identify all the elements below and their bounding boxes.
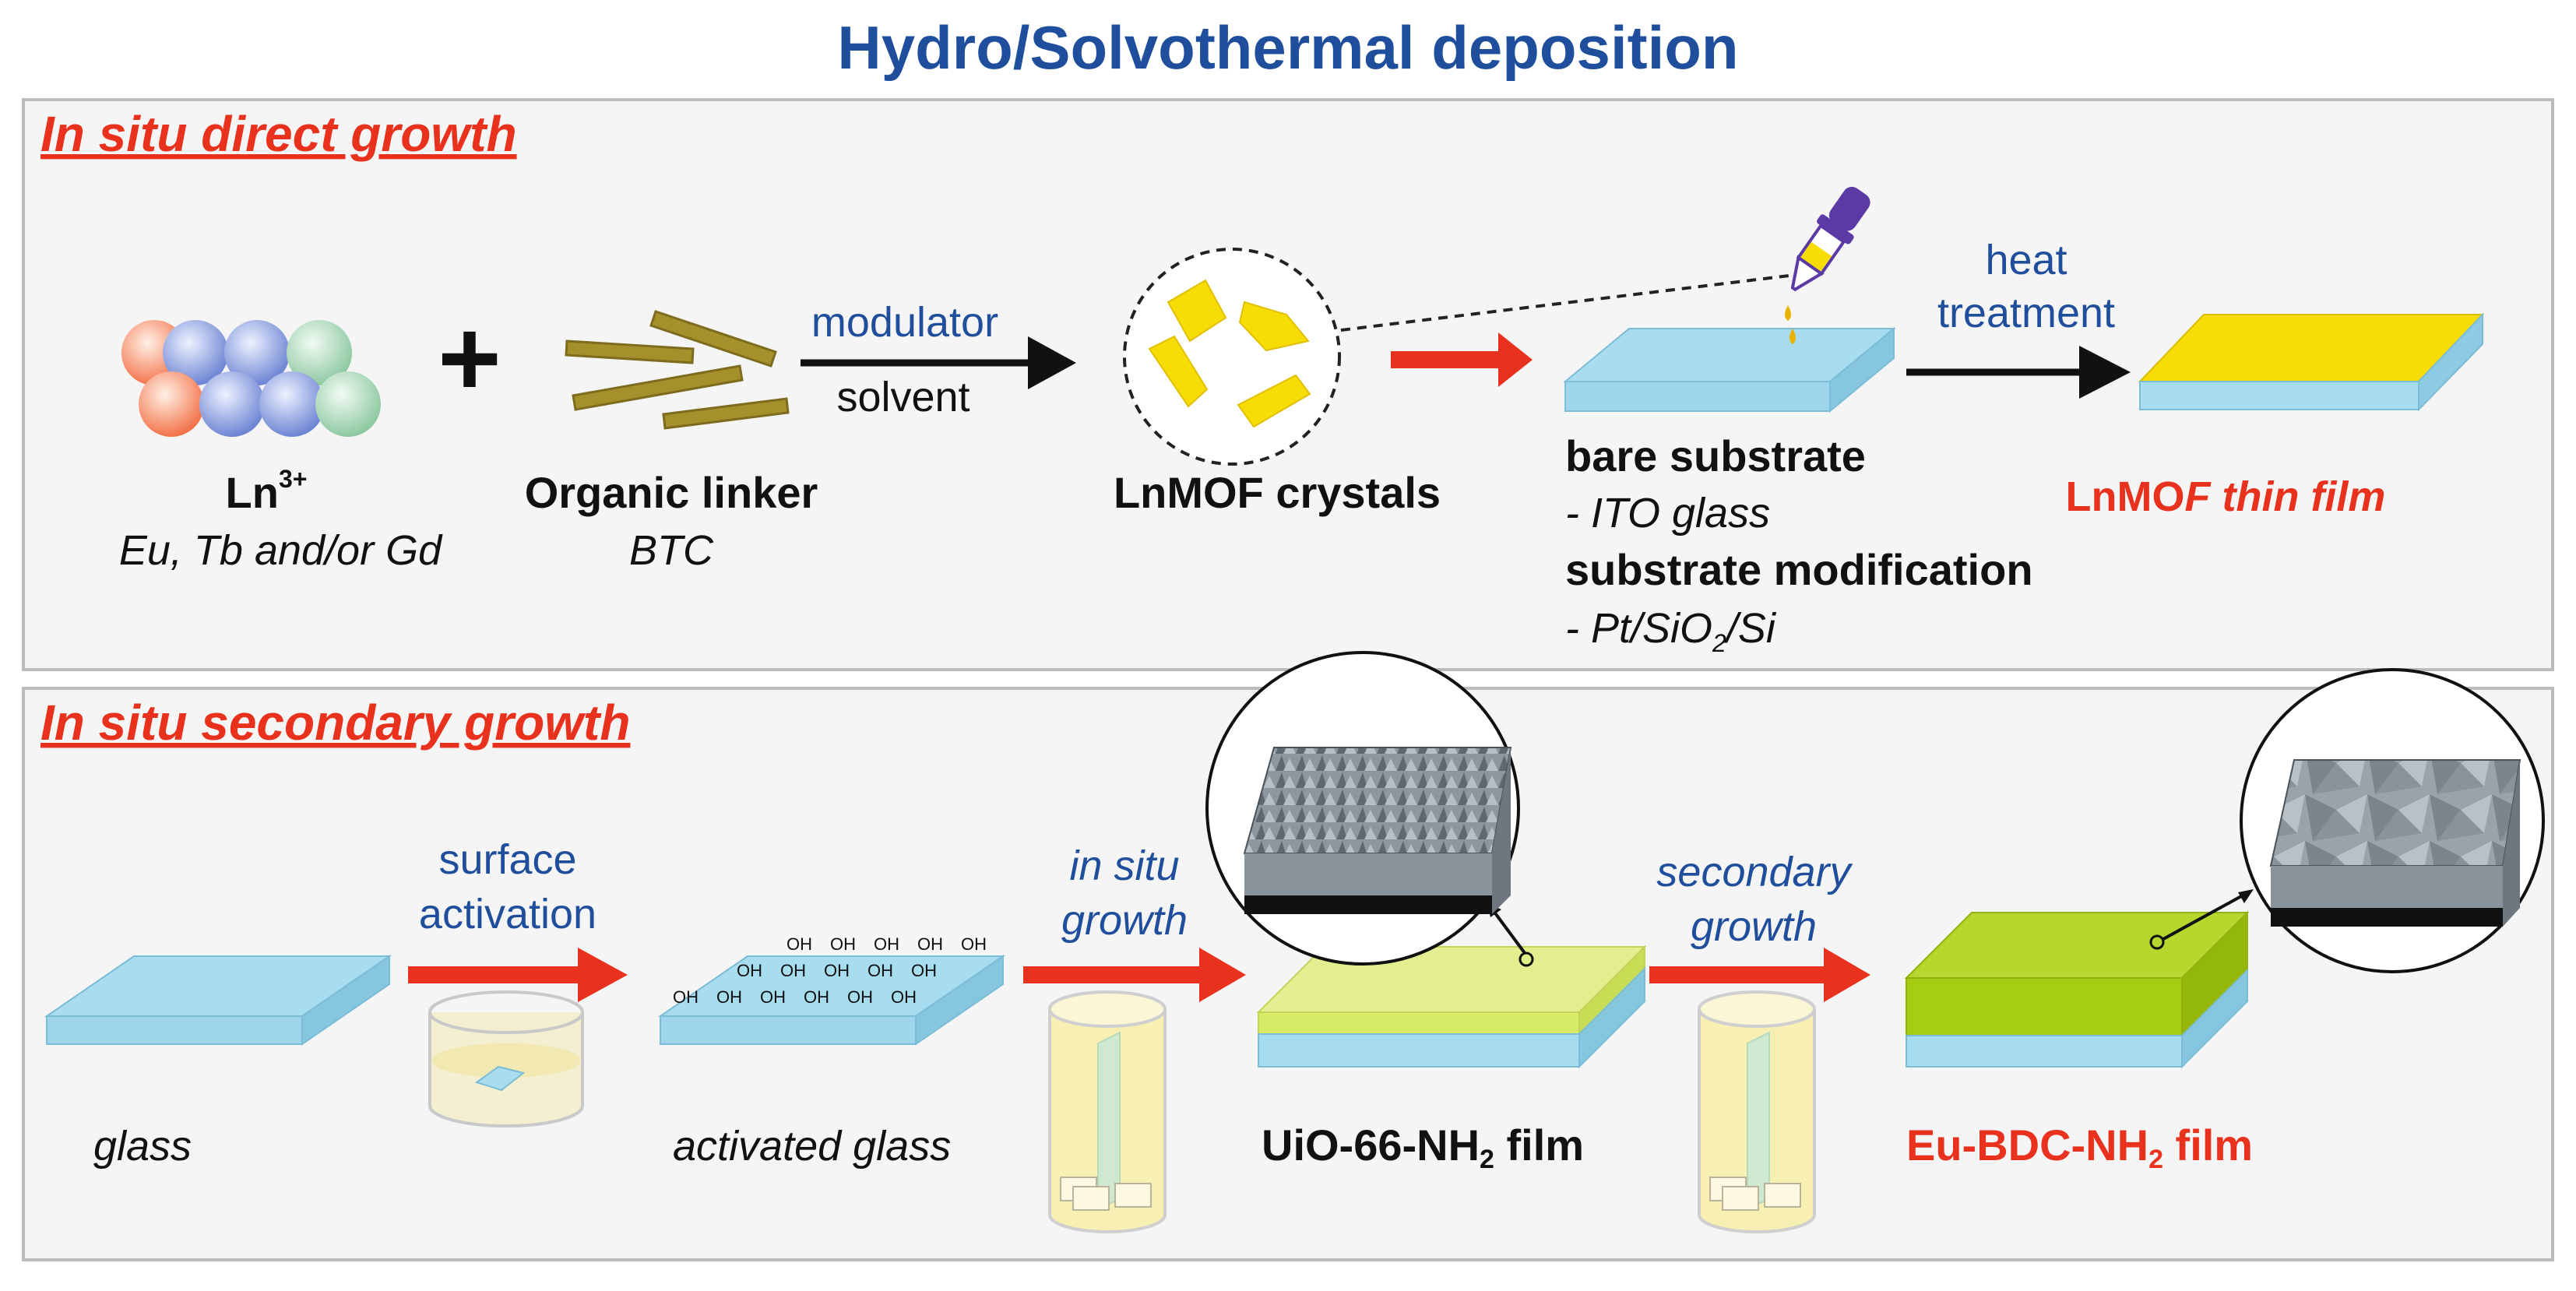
zoom-dotted-line	[1340, 273, 1803, 332]
substrate-modification-label: substrate modification	[1565, 545, 2033, 594]
heat-label: heat	[1985, 237, 2067, 283]
eu-film-label: Eu-BDC-NH2 film	[1906, 1120, 2253, 1174]
deposit-arrow	[1391, 332, 1533, 387]
hydroxyl-label: OH	[911, 961, 937, 980]
plain-glass	[44, 955, 392, 1046]
growth-beaker-2	[1698, 990, 1816, 1233]
surface-label: surface	[438, 836, 576, 883]
treatment-label: treatment	[1937, 290, 2115, 336]
hydroxyl-label: OH	[891, 987, 917, 1007]
activated-glass	[657, 955, 1006, 1046]
ln-symbol: Ln3+	[226, 465, 308, 517]
eu-zoom-pointer	[2163, 889, 2254, 941]
glass-label: glass	[93, 1123, 192, 1170]
in-situ-growth-arrow	[1023, 948, 1246, 1002]
synthesis-arrow	[801, 336, 1076, 389]
growth-label-2: growth	[1691, 903, 1817, 950]
hydroxyl-label: OH	[830, 934, 856, 954]
uio-film-label: UiO-66-NH2 film	[1262, 1120, 1584, 1174]
in-situ-label: in situ	[1069, 842, 1179, 889]
hydroxyl-label: OH	[867, 961, 893, 980]
surface-activation-arrow	[408, 948, 628, 1002]
thin-film-label: LnMOF thin film	[2066, 473, 2386, 520]
secondary-label: secondary	[1656, 849, 1853, 895]
modulator-label: modulator	[811, 299, 998, 346]
activation-label: activation	[419, 891, 596, 937]
hydroxyl-groups: OH OH OH OH OH OH OH OH OH OH OH OH OH O…	[673, 934, 987, 1007]
hydroxyl-label: OH	[673, 987, 699, 1007]
linker-label: Organic linker	[525, 468, 818, 517]
secondary-growth-arrow	[1649, 948, 1870, 1002]
hydroxyl-label: OH	[804, 987, 829, 1007]
eu-film-slab	[1904, 910, 2250, 1069]
hydroxyl-label: OH	[824, 961, 850, 980]
hydroxyl-label: OH	[716, 987, 742, 1007]
activation-beaker	[428, 990, 584, 1127]
hydroxyl-label: OH	[917, 934, 943, 954]
panel1-heading: In situ direct growth	[40, 106, 517, 162]
hydroxyl-label: OH	[787, 934, 812, 954]
bare-substrate-label: bare substrate	[1565, 431, 1866, 480]
ito-glass-item: - ITO glass	[1565, 490, 1770, 536]
hydroxyl-label: OH	[961, 934, 987, 954]
growth-beaker-1	[1048, 990, 1167, 1233]
plus-sign: +	[438, 297, 501, 419]
pt-sio2-si-item: - Pt/SiO2/Si	[1565, 605, 1777, 657]
linker-sticks	[565, 310, 790, 430]
hydroxyl-label: OH	[847, 987, 873, 1007]
hydroxyl-label: OH	[737, 961, 762, 980]
growth-label-1: growth	[1061, 897, 1188, 944]
uio-surface-zoom	[1205, 651, 1520, 966]
uio-zoom-point	[1519, 952, 1534, 967]
heat-treatment-arrow	[1906, 346, 2131, 399]
lnmof-thin-film	[2138, 312, 2485, 412]
page-title: Hydro/Solvothermal deposition	[837, 13, 1738, 82]
ln-elements: Eu, Tb and/or Gd	[119, 527, 443, 574]
eu-surface-zoom	[2240, 668, 2545, 973]
panel2-heading: In situ secondary growth	[40, 695, 630, 751]
ln-ions-cluster	[121, 320, 381, 437]
hydroxyl-label: OH	[760, 987, 786, 1007]
eu-zoom-point	[2149, 934, 2165, 950]
linker-name: BTC	[629, 527, 714, 574]
pipette-icon	[1785, 186, 1870, 344]
hydroxyl-label: OH	[780, 961, 806, 980]
hydroxyl-label: OH	[874, 934, 899, 954]
crystal-shards	[1148, 279, 1311, 428]
solvent-label: solvent	[836, 374, 970, 420]
activated-glass-label: activated glass	[673, 1123, 951, 1170]
bare-substrate	[1563, 326, 1896, 413]
uio-film-slab	[1256, 945, 1647, 1069]
crystals-label: LnMOF crystals	[1114, 468, 1441, 517]
